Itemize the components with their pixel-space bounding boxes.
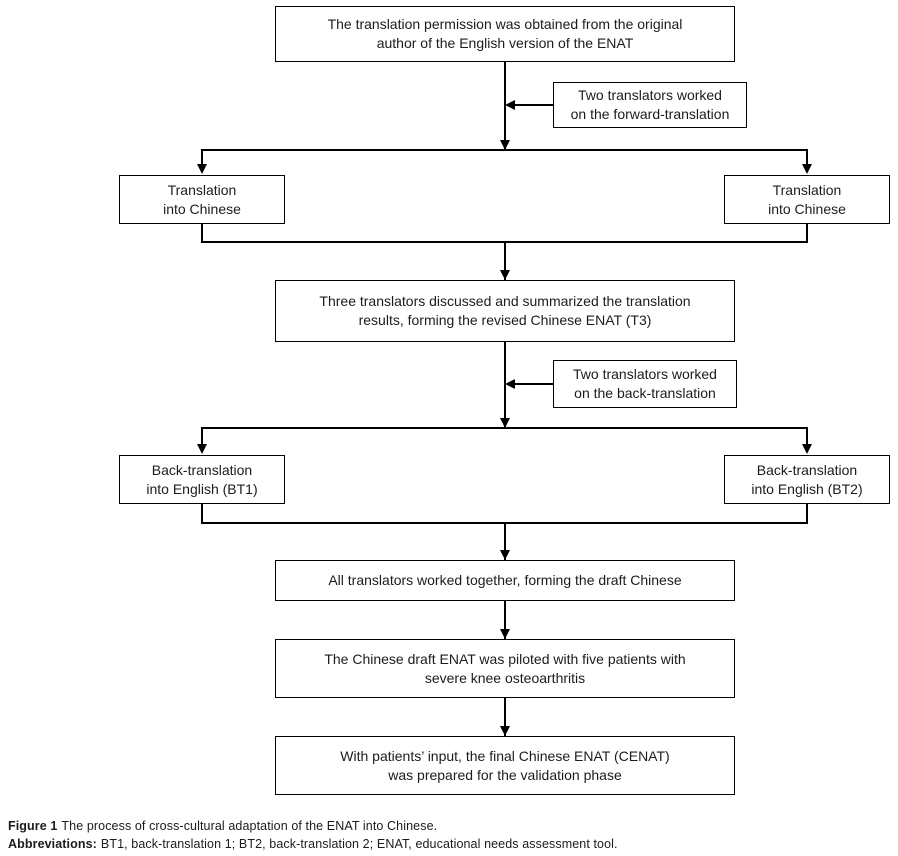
arrowhead-into-bt1 [197, 444, 207, 454]
node-draft-chinese: All translators worked together, forming… [275, 560, 735, 601]
node-back-translation-bt1: Back-translation into English (BT1) [119, 455, 285, 504]
arrowhead-into-draft [500, 550, 510, 560]
arrowhead-into-pilot [500, 629, 510, 639]
connector-branch2-right-drop [806, 427, 808, 444]
node-revised-chinese-t3: Three translators discussed and summariz… [275, 280, 735, 342]
abbreviations-label: Abbreviations: [8, 837, 97, 851]
connector-merge2-down [504, 522, 506, 560]
figure-label: Figure 1 [8, 819, 58, 833]
node-translation-chinese-2: Translation into Chinese [724, 175, 890, 224]
arrowhead-back-note [505, 379, 515, 389]
connector-merge2-right [806, 504, 808, 524]
connector-back-note-line [508, 383, 553, 385]
connector-t3-down [504, 342, 506, 428]
arrowhead-into-translation-1 [197, 164, 207, 174]
arrowhead-into-bt2 [802, 444, 812, 454]
connector-branch1-right-drop [806, 149, 808, 165]
node-back-translators: Two translators worked on the back-trans… [553, 360, 737, 408]
connector-branch2-horizontal [201, 427, 808, 429]
connector-merge1-right [806, 224, 808, 243]
node-translation-chinese-1: Translation into Chinese [119, 175, 285, 224]
arrowhead-forward-note [505, 100, 515, 110]
connector-merge2-left [201, 504, 203, 524]
node-back-translation-bt2: Back-translation into English (BT2) [724, 455, 890, 504]
connector-merge1-left [201, 224, 203, 243]
connector-merge1-down [504, 241, 506, 280]
connector-branch1-horizontal [201, 149, 808, 151]
node-final-cenat: With patients’ input, the final Chinese … [275, 736, 735, 795]
arrowhead-into-t3 [500, 270, 510, 280]
connector-permission-down [504, 62, 506, 150]
caption-line-abbreviations: Abbreviations:BT1, back-translation 1; B… [8, 835, 618, 853]
connector-branch1-left-drop [201, 149, 203, 165]
connector-forward-note-line [508, 104, 553, 106]
arrowhead-down-branch2 [500, 418, 510, 428]
node-forward-translators: Two translators worked on the forward-tr… [553, 82, 747, 128]
node-permission: The translation permission was obtained … [275, 6, 735, 62]
abbreviations-text: BT1, back-translation 1; BT2, back-trans… [100, 837, 618, 851]
arrowhead-down-branch1 [500, 140, 510, 150]
figure-caption-text: The process of cross-cultural adaptation… [61, 819, 438, 833]
arrowhead-into-final [500, 726, 510, 736]
connector-pilot-down [504, 698, 506, 736]
connector-branch2-left-drop [201, 427, 203, 444]
arrowhead-into-translation-2 [802, 164, 812, 174]
node-pilot-patients: The Chinese draft ENAT was piloted with … [275, 639, 735, 698]
connector-draft-down [504, 601, 506, 639]
